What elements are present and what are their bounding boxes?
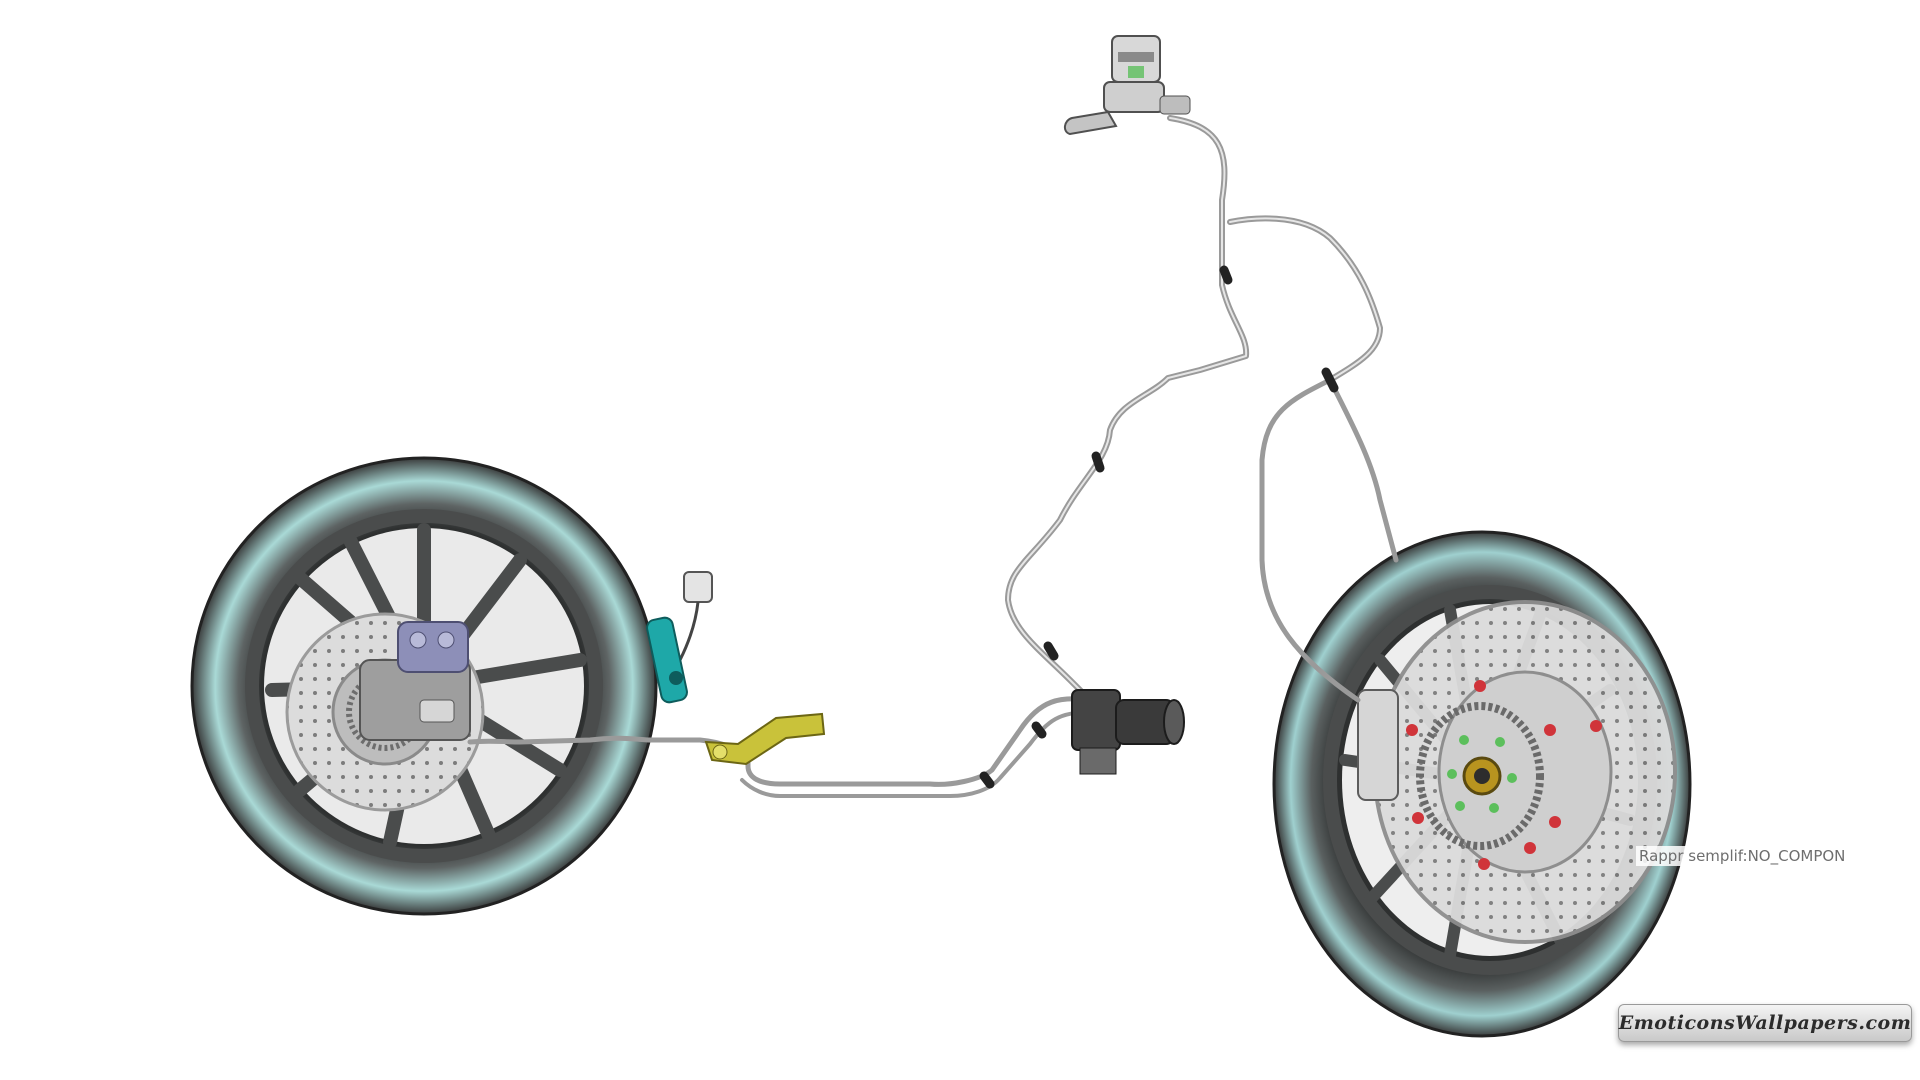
front-disc-bolts-red xyxy=(1406,680,1602,870)
watermark-badge: EmoticonsWallpapers.com xyxy=(1618,1004,1912,1042)
brake-line-front-caliper-2 xyxy=(1327,377,1399,563)
front-caliper xyxy=(1357,689,1399,801)
front-master-cylinder xyxy=(1064,35,1191,136)
front-brake-lever xyxy=(1064,110,1118,136)
brake-line-abs-to-rear xyxy=(467,696,1093,787)
rear-master-cylinder xyxy=(646,571,713,704)
brake-lines xyxy=(467,115,1399,798)
rear-brake-pedal xyxy=(704,712,826,766)
abs-modulator xyxy=(1071,689,1185,775)
front-disc-bolts-green xyxy=(1447,735,1517,813)
brake-line-front-to-abs xyxy=(1005,115,1250,703)
rear-caliper xyxy=(397,621,469,673)
line-clips xyxy=(979,265,1339,789)
watermark-text: EmoticonsWallpapers.com xyxy=(1618,1012,1912,1034)
rear-brake-reservoir xyxy=(683,571,713,603)
front-wheel xyxy=(1272,530,1692,1038)
brake-line-front-caliper-1 xyxy=(1259,377,1361,703)
rear-rim xyxy=(245,509,603,863)
component-tag-label: Rappr semplif:NO_COMPON xyxy=(1636,846,1862,866)
rear-wheel xyxy=(190,456,658,916)
